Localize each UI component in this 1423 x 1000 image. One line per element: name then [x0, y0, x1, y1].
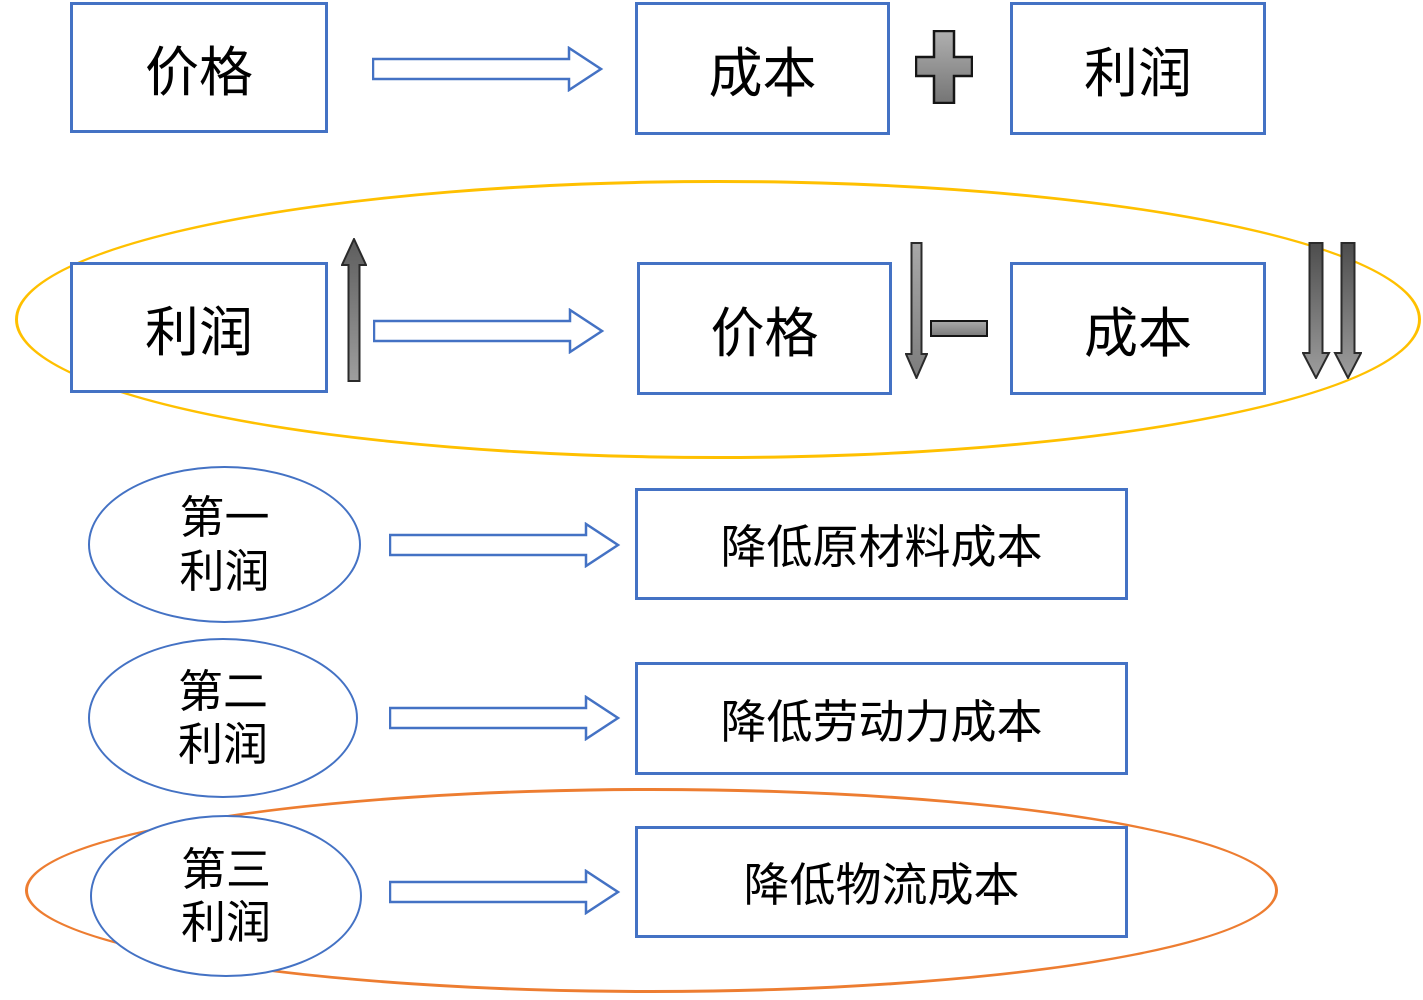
profit-box-top: 利润: [1010, 2, 1266, 135]
cost-box-middle: 成本: [1010, 262, 1266, 395]
double-down-arrow-icon: [1302, 242, 1362, 379]
third-profit-line2: 利润: [180, 897, 271, 948]
third-profit-line1: 第三: [180, 843, 271, 895]
reduce-labor-cost-label: 降低劳动力成本: [720, 695, 1043, 748]
up-arrow-icon: [341, 238, 367, 382]
reduce-logistics-cost-box: 降低物流成本: [635, 826, 1128, 938]
reduce-material-cost-box: 降低原材料成本: [635, 488, 1128, 600]
reduce-labor-cost-box: 降低劳动力成本: [635, 662, 1128, 775]
reduce-material-cost-label: 降低原材料成本: [720, 521, 1043, 573]
price-box-middle-label: 价格: [710, 304, 819, 364]
right-arrow-icon: [389, 869, 621, 915]
profit-box-middle: 利润: [70, 262, 328, 393]
right-arrow-icon: [373, 308, 605, 354]
price-box-middle: 价格: [637, 262, 892, 395]
down-arrow-icon: [905, 242, 928, 379]
second-profit-ellipse: 第二 利润: [88, 638, 358, 798]
first-profit-line1: 第一: [179, 492, 270, 544]
minus-icon: [930, 320, 988, 337]
reduce-logistics-cost-label: 降低物流成本: [743, 859, 1020, 911]
profit-box-middle-label: 利润: [145, 303, 253, 363]
right-arrow-icon: [372, 46, 604, 92]
profit-box-top-label: 利润: [1084, 44, 1192, 104]
third-profit-ellipse: 第三 利润: [90, 815, 362, 977]
price-box-top: 价格: [70, 2, 328, 133]
first-profit-line2: 利润: [179, 545, 270, 597]
cost-box-top-label: 成本: [708, 44, 817, 104]
price-box-top-label: 价格: [145, 43, 253, 103]
plus-icon: [915, 30, 973, 104]
cost-box-top: 成本: [635, 2, 890, 135]
right-arrow-icon: [389, 522, 621, 568]
orange-highlight-ellipse: [25, 788, 1278, 993]
first-profit-ellipse: 第一 利润: [88, 466, 361, 623]
right-arrow-icon: [389, 695, 621, 741]
second-profit-line1: 第二: [177, 665, 268, 717]
second-profit-line2: 利润: [177, 719, 268, 770]
cost-box-middle-label: 成本: [1084, 304, 1192, 364]
yellow-highlight-ellipse: [15, 180, 1421, 459]
